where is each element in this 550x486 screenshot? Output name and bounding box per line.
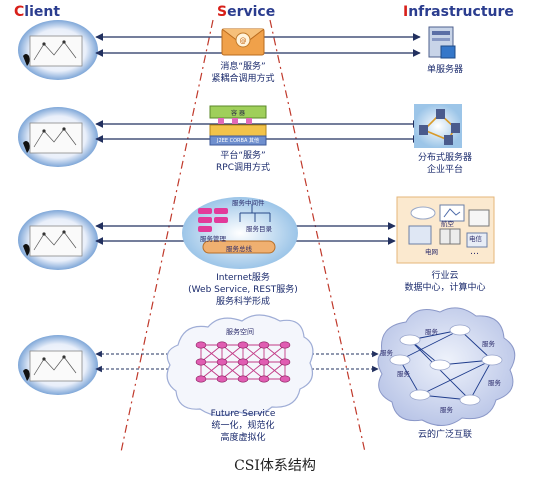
cloud-label-1: 服务 <box>425 328 438 336</box>
row4-infra-caption: 云的广泛互联 <box>417 430 472 440</box>
industry-label-grid: 电网 <box>425 248 438 256</box>
single-server-icon <box>428 26 456 59</box>
industry-label-aviation: 航空 <box>441 220 454 228</box>
future-grid-nodes <box>195 341 291 383</box>
client-row-1 <box>18 20 98 80</box>
platform-container-label: 容 器 <box>231 110 245 117</box>
cloud-label-4: 服务 <box>397 370 410 378</box>
middleware-label: 服务中间件 <box>232 199 265 207</box>
platform-bottom-label: J2EE CORBA 其他 <box>217 138 259 144</box>
envelope-icon: @ <box>221 28 265 56</box>
interconnected-clouds-icon <box>377 307 516 426</box>
client-row-3 <box>18 210 98 270</box>
cloud-label-6: 服务 <box>440 406 453 414</box>
client-row-2 <box>18 107 98 167</box>
service-bus-label: 服务总线 <box>226 245 252 253</box>
internet-services-icon <box>182 197 298 269</box>
row3-service-caption: Internet服务(Web Service, REST服务)服务科学形成 <box>188 273 298 307</box>
service-header: Service <box>217 4 276 20</box>
row2-infra-caption: 分布式服务器企业平台 <box>417 153 472 175</box>
infrastructure-header: Infrastructure <box>403 4 514 20</box>
service-management-label: 服务管理 <box>200 235 226 243</box>
cloud-label-3: 服务 <box>380 349 393 357</box>
future-service-cloud <box>166 314 314 417</box>
industry-label-telecom: 电信 <box>469 235 482 243</box>
funnel-left-line <box>120 19 214 453</box>
industry-cloud-icon <box>396 196 495 264</box>
client-header: Client <box>14 4 61 20</box>
industry-label-more: … <box>470 247 479 257</box>
platform-stack-icon <box>209 105 267 146</box>
diagram-title: CSI体系结构 <box>234 458 316 474</box>
svg-text:@: @ <box>240 37 247 45</box>
distributed-servers-icon <box>414 104 462 148</box>
client-row-4 <box>18 335 98 395</box>
service-space-label: 服务空间 <box>226 328 254 336</box>
funnel-right-line <box>269 19 366 453</box>
row3-infra-caption: 行业云数据中心，计算中心 <box>404 271 486 293</box>
row1-infra-caption: 单服务器 <box>426 65 463 75</box>
row2-service-caption: 平台“服务”RPC调用方式 <box>216 151 270 173</box>
cloud-label-5: 服务 <box>488 379 501 387</box>
cloud-label-2: 服务 <box>482 340 495 348</box>
row1-service-caption: 消息“服务”紧耦合调用方式 <box>211 62 275 84</box>
service-registry-label: 服务目录 <box>246 225 272 233</box>
